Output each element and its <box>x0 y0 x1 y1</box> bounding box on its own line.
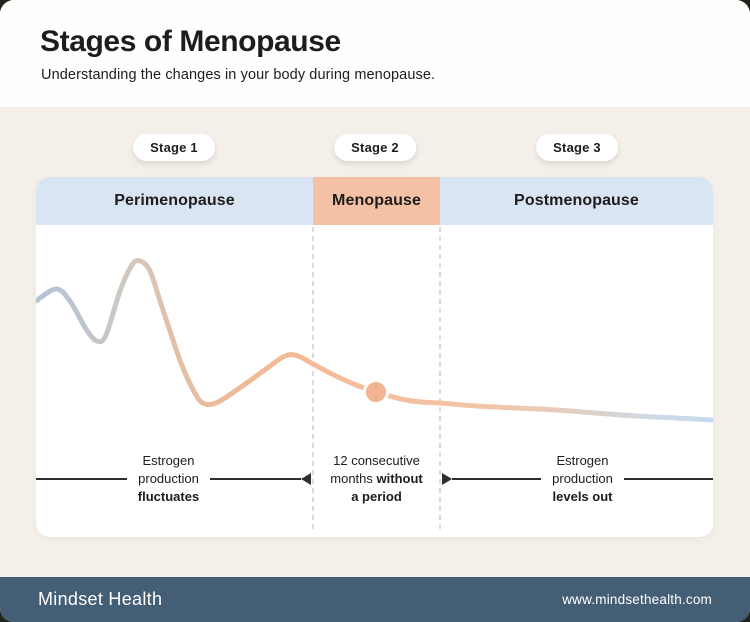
stage-2-pill: Stage 2 <box>334 134 416 161</box>
estrogen-chart-area: Estrogen production fluctuates 12 consec… <box>36 225 713 537</box>
diagram-section: Stage 1 Stage 2 Stage 3 Perimenopause Me… <box>0 107 750 577</box>
menopause-note-text: 12 consecutive months without a period <box>319 452 433 506</box>
note-line: months <box>330 471 377 487</box>
note-line: 12 consecutive <box>333 453 420 469</box>
note-line: production <box>552 471 613 487</box>
perimenopause-note-text: Estrogen production fluctuates <box>127 452 210 506</box>
estrogen-curve <box>36 258 713 423</box>
note-rule <box>210 478 301 480</box>
estrogen-curve-chart <box>36 227 713 533</box>
stages-card: Perimenopause Menopause Postmenopause <box>36 177 713 537</box>
perimenopause-header: Perimenopause <box>36 177 313 225</box>
note-line: Estrogen <box>142 453 195 469</box>
note-line: production <box>138 471 199 487</box>
stages-header-bar: Perimenopause Menopause Postmenopause <box>36 177 713 225</box>
postmenopause-note: Estrogen production levels out <box>440 443 713 515</box>
header-section: Stages of Menopause Understanding the ch… <box>0 0 750 107</box>
footer-bar: Mindset Health www.mindsethealth.com <box>0 577 750 622</box>
note-rule <box>623 478 713 480</box>
arrowhead-right-icon <box>442 473 452 485</box>
stage-3-pill: Stage 3 <box>536 134 618 161</box>
postmenopause-note-text: Estrogen production levels out <box>541 452 624 506</box>
page-subtitle: Understanding the changes in your body d… <box>41 67 436 83</box>
note-rule <box>452 478 542 480</box>
mindset-health-logo: Mindset Health <box>38 589 163 609</box>
note-line-bold: levels out <box>552 488 613 504</box>
note-line-bold: fluctuates <box>137 488 200 504</box>
note-line: Estrogen <box>556 453 609 469</box>
stage-boundary-dashed-lines <box>312 227 441 533</box>
menopause-point-marker <box>363 379 389 405</box>
menopause-header: Menopause <box>313 177 440 225</box>
perimenopause-note: Estrogen production fluctuates <box>36 443 313 515</box>
website-url: www.mindsethealth.com <box>562 592 712 607</box>
stage-1-pill: Stage 1 <box>133 134 215 161</box>
note-line-bold: without <box>376 471 423 487</box>
arrowhead-left-icon <box>301 473 311 485</box>
postmenopause-header: Postmenopause <box>440 177 713 225</box>
menopause-note: 12 consecutive months without a period <box>313 443 440 515</box>
note-line-bold: a period <box>351 488 402 504</box>
page-title: Stages of Menopause <box>40 25 341 58</box>
note-rule <box>36 478 127 480</box>
